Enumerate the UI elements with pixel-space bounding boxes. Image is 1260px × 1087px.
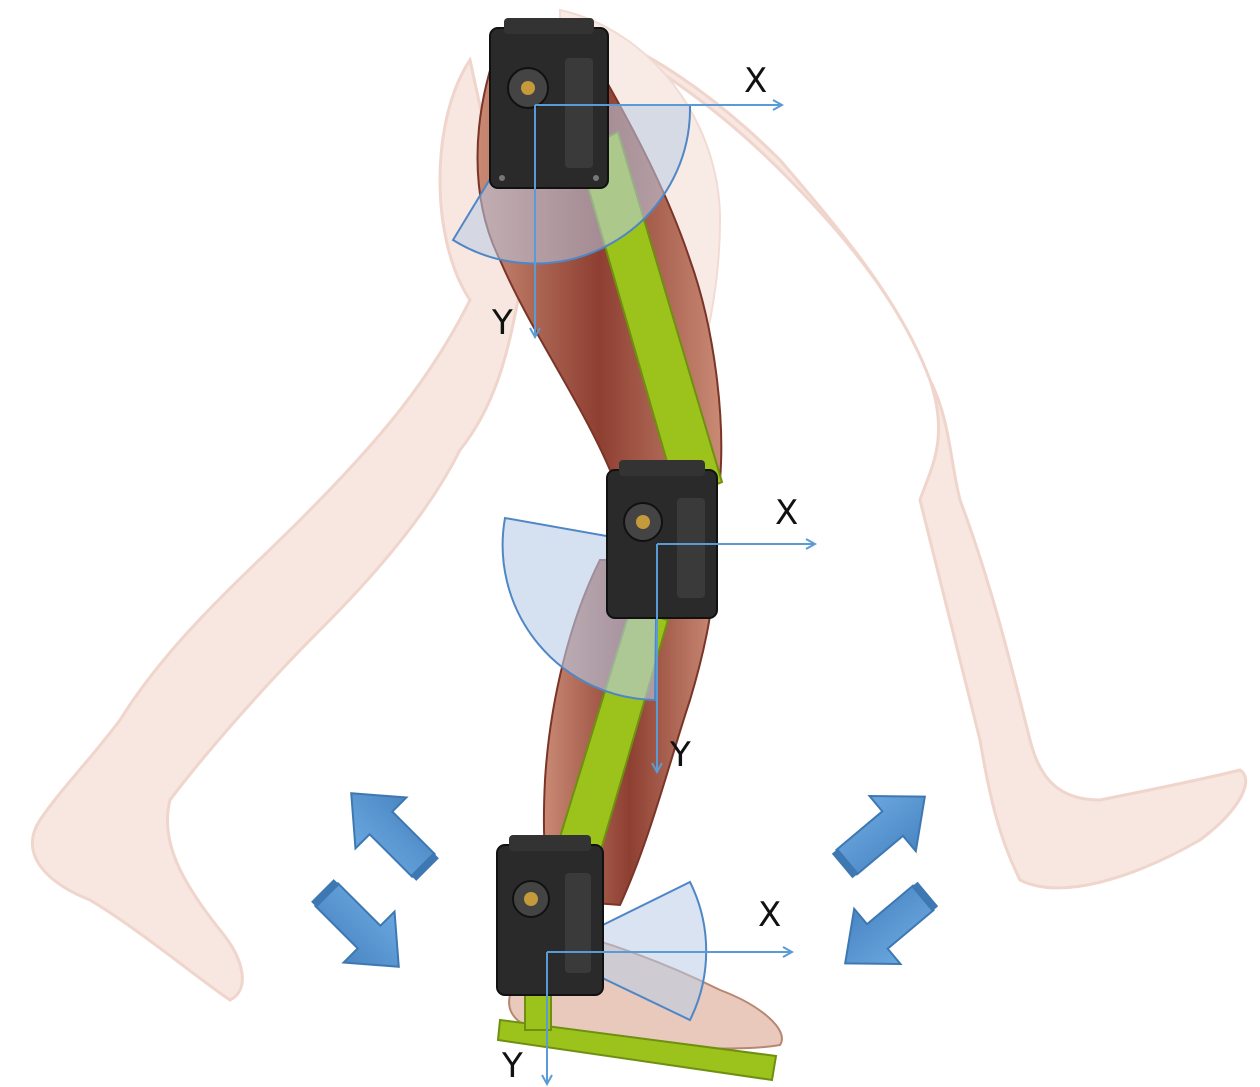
hip-y-label: Y [491,303,513,343]
servo-motor-icon [497,835,603,995]
servo-motor-icon [490,18,608,188]
knee-y-label: Y [669,735,691,775]
servo-motor-icon [607,460,717,618]
arrow-up-left-icon [326,768,453,895]
ankle-y-label: Y [501,1046,523,1086]
ghost-rear-leg [32,60,520,1000]
arrow-up-right-icon [819,769,948,894]
ankle-x-label: X [758,895,781,935]
knee-x-label: X [775,493,798,533]
hip-x-label: X [744,61,767,101]
arrow-down-left-icon [822,866,951,991]
arrow-down-right-icon [297,865,424,992]
